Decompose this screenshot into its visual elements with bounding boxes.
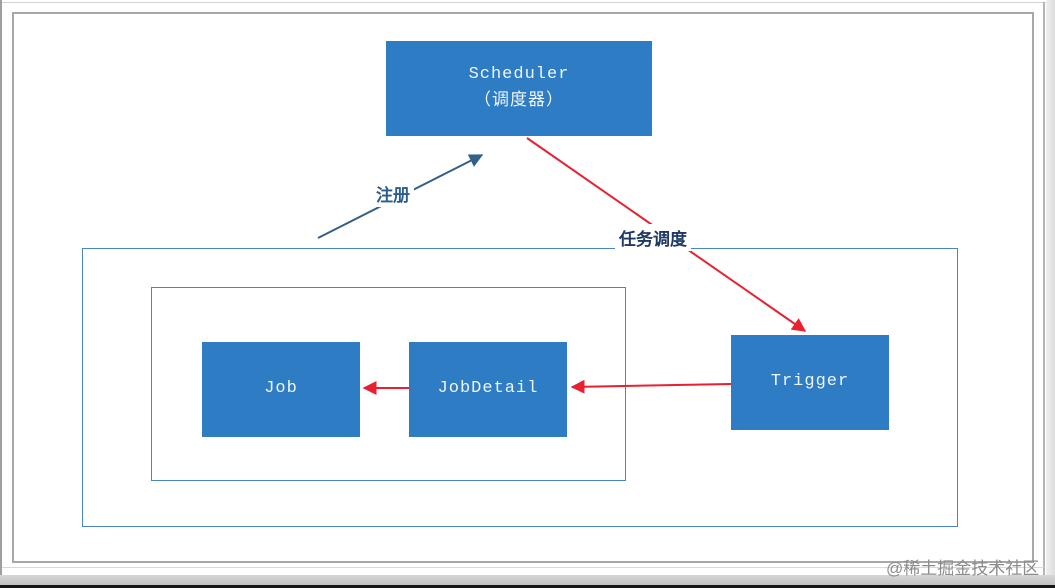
trigger-node-label: Trigger: [770, 372, 850, 392]
jobdetail-node-label: JobDetail: [437, 379, 539, 399]
watermark: @稀土掘金技术社区: [886, 559, 1040, 578]
document-border-frame: [12, 12, 1034, 563]
jobdetail-node: JobDetail: [409, 342, 567, 437]
page-edge-left: [0, 0, 2, 578]
task-schedule-arrow-label: 任务调度: [615, 224, 691, 251]
job-node: Job: [202, 342, 360, 437]
page-bottom-black-band: [0, 585, 1055, 588]
scheduler-node-label-zh: （调度器）: [474, 91, 564, 111]
scheduler-node-label-en: Scheduler: [468, 65, 570, 85]
trigger-node: Trigger: [731, 335, 889, 430]
job-node-label: Job: [264, 379, 298, 399]
scheduler-node: Scheduler （调度器）: [386, 41, 652, 136]
register-arrow-label: 注册: [372, 180, 414, 207]
page-edge-bottom-line: [2, 567, 1044, 568]
page-edge-right-shadow: [1046, 0, 1055, 588]
page-edge-right: [1043, 2, 1045, 576]
page-bottom-gray-band: [0, 575, 1055, 585]
page-edge-top: [2, 2, 1047, 3]
